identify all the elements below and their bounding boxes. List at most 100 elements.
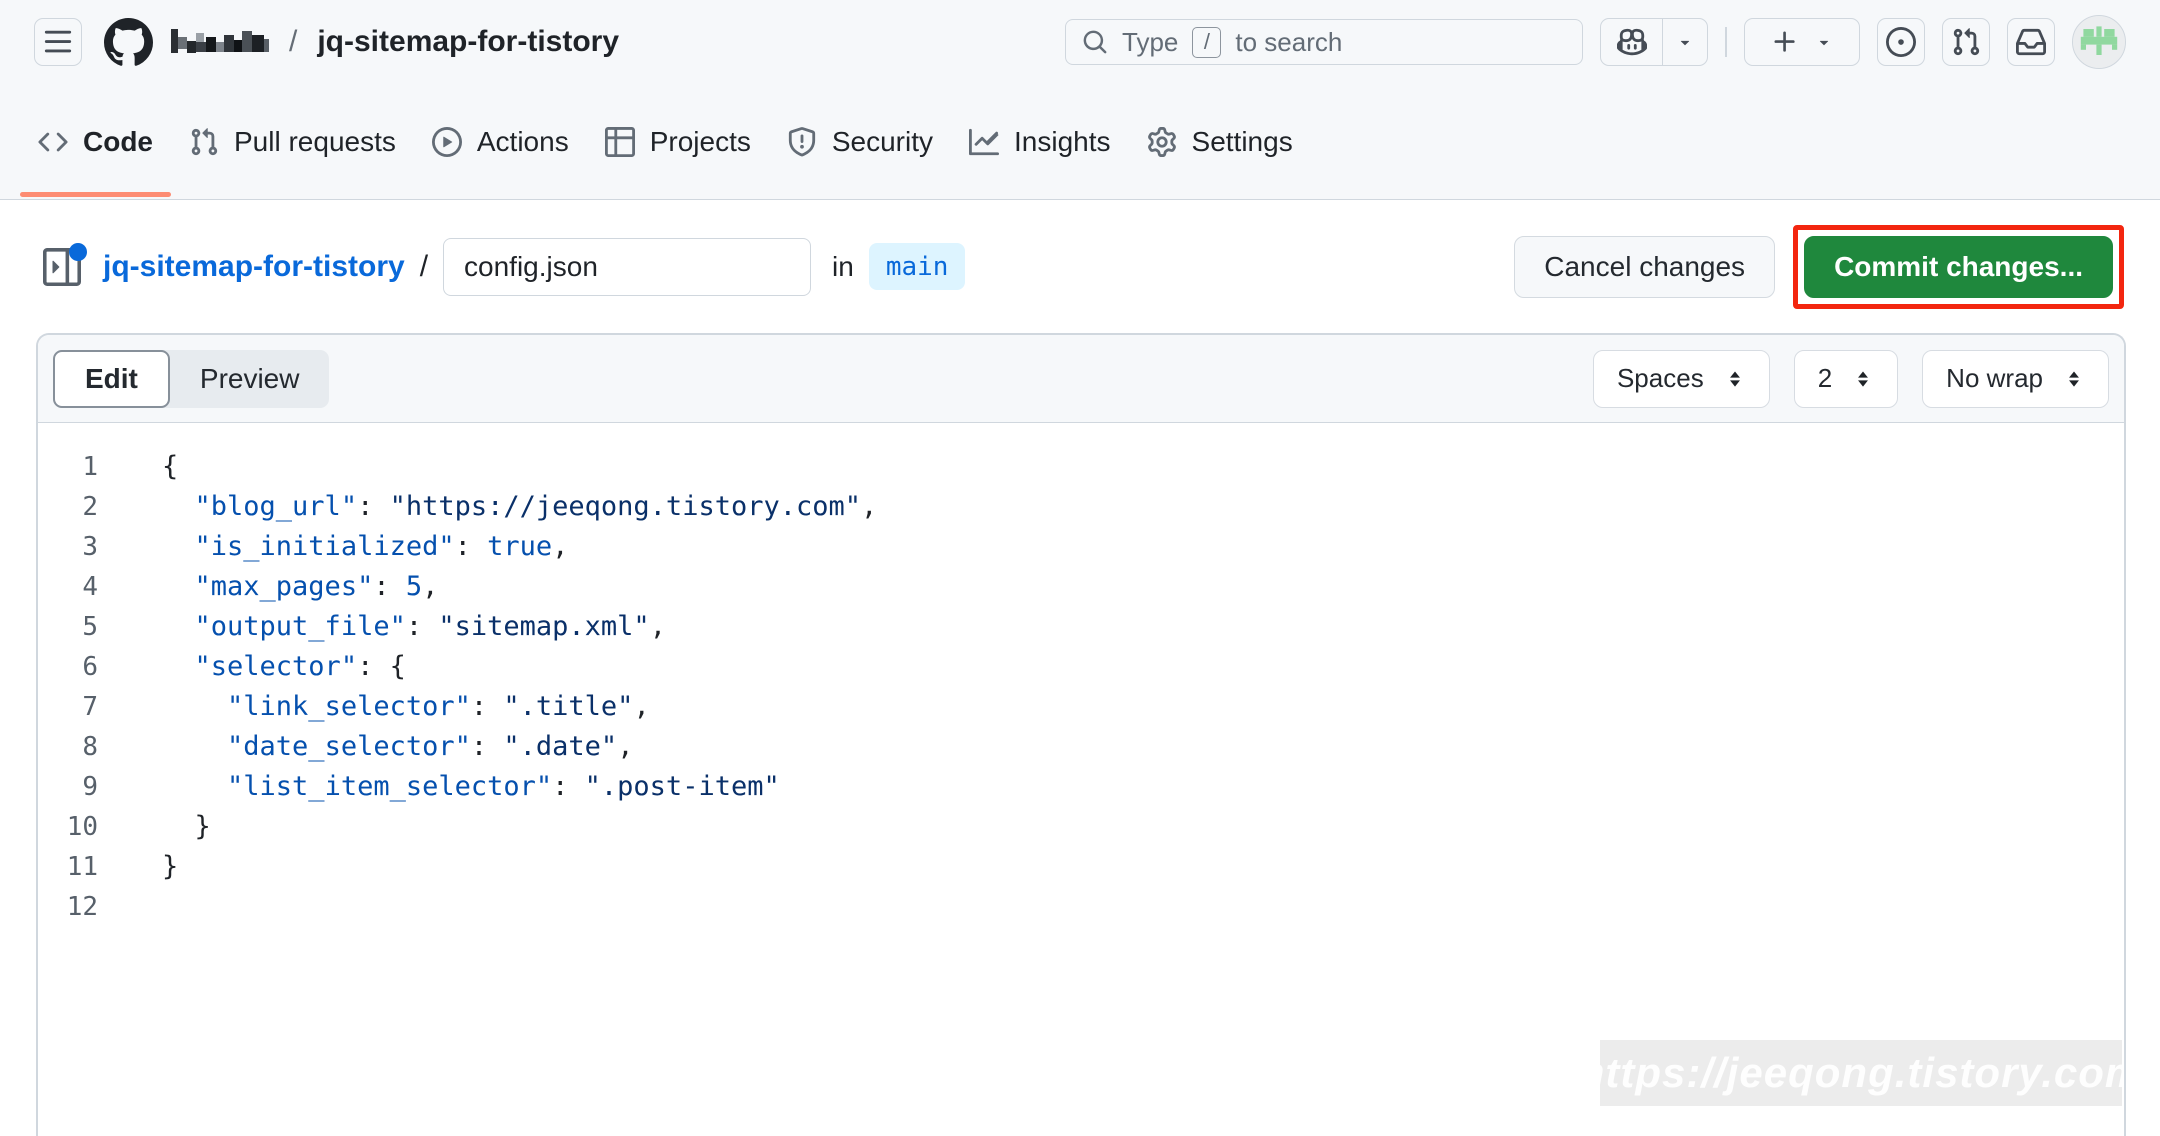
updown-caret-icon bbox=[1852, 368, 1874, 390]
copilot-menu-caret[interactable] bbox=[1663, 19, 1707, 65]
github-logo[interactable] bbox=[104, 17, 153, 67]
settings-icon bbox=[1147, 126, 1177, 157]
tab-preview[interactable]: Preview bbox=[199, 362, 300, 394]
breadcrumb-separator: / bbox=[289, 25, 298, 58]
editor-panel: Edit Preview Spaces 2 No wrap bbox=[36, 333, 2126, 1136]
security-icon bbox=[787, 126, 817, 157]
line-content: "date_selector": ".date", bbox=[227, 731, 634, 762]
line-number: 12 bbox=[66, 892, 98, 922]
search-input[interactable]: Type / to search bbox=[1065, 19, 1583, 65]
code-line[interactable]: 10 } bbox=[38, 807, 2124, 847]
code-line[interactable]: 8 "date_selector": ".date", bbox=[38, 727, 2124, 767]
issues-icon bbox=[1886, 27, 1916, 57]
header-actions: Type / to search bbox=[1065, 15, 2126, 69]
tab-insights[interactable]: Insights bbox=[951, 84, 1129, 199]
line-content: "selector": { bbox=[194, 651, 406, 682]
tab-code[interactable]: Code bbox=[20, 84, 171, 199]
indent-size-select[interactable]: 2 bbox=[1793, 349, 1899, 408]
line-number: 1 bbox=[82, 452, 98, 482]
avatar[interactable] bbox=[2072, 15, 2126, 69]
slash-key-hint: / bbox=[1192, 26, 1222, 58]
pull-request-icon bbox=[189, 127, 219, 157]
editor-toolbar: Edit Preview Spaces 2 No wrap bbox=[38, 335, 2124, 423]
line-content: "output_file": "sitemap.xml", bbox=[194, 611, 666, 642]
copilot-button[interactable] bbox=[1601, 19, 1663, 65]
line-number: 7 bbox=[82, 692, 98, 722]
updown-caret-icon bbox=[2063, 368, 2085, 390]
chevron-down-icon bbox=[1815, 33, 1833, 51]
code-line[interactable]: 1{ bbox=[38, 447, 2124, 487]
breadcrumb-separator: / bbox=[419, 249, 429, 283]
tab-edit[interactable]: Edit bbox=[53, 349, 170, 408]
copilot-icon bbox=[1616, 27, 1647, 57]
tab-settings[interactable]: Settings bbox=[1129, 84, 1311, 199]
line-number: 5 bbox=[82, 612, 98, 642]
insights-icon bbox=[969, 127, 1000, 157]
line-number: 10 bbox=[66, 812, 98, 842]
tab-pull-requests[interactable]: Pull requests bbox=[171, 84, 414, 199]
code-line[interactable]: 11} bbox=[38, 847, 2124, 887]
hamburger-button[interactable] bbox=[34, 18, 82, 66]
line-content: "is_initialized": true, bbox=[194, 531, 569, 562]
actions-icon bbox=[431, 126, 462, 157]
in-label: in bbox=[832, 250, 854, 282]
unsaved-changes-dot bbox=[69, 242, 87, 261]
branch-badge[interactable]: main bbox=[868, 243, 966, 290]
wrap-mode-select[interactable]: No wrap bbox=[1922, 349, 2109, 408]
editor-controls: Spaces 2 No wrap bbox=[1592, 349, 2109, 408]
code-editor[interactable]: 1{2 "blog_url": "https://jeeqong.tistory… bbox=[38, 423, 2124, 927]
line-number: 6 bbox=[82, 652, 98, 682]
inbox-button[interactable] bbox=[2007, 18, 2055, 66]
chevron-down-icon bbox=[1676, 33, 1694, 51]
username-redacted[interactable] bbox=[171, 25, 269, 59]
indent-mode-select[interactable]: Spaces bbox=[1592, 349, 1770, 408]
code-line[interactable]: 6 "selector": { bbox=[38, 647, 2124, 687]
code-line[interactable]: 12 bbox=[38, 887, 2124, 927]
pull-requests-button[interactable] bbox=[1942, 18, 1990, 66]
create-new-button[interactable] bbox=[1744, 18, 1860, 66]
line-content: "list_item_selector": ".post-item" bbox=[227, 771, 780, 802]
projects-icon bbox=[604, 126, 635, 157]
filename-input[interactable] bbox=[443, 237, 812, 296]
file-bar: jq-sitemap-for-tistory / in main Cancel … bbox=[0, 200, 2160, 333]
code-line[interactable]: 7 "link_selector": ".title", bbox=[38, 687, 2124, 727]
issues-button[interactable] bbox=[1877, 18, 1925, 66]
line-number: 4 bbox=[82, 572, 98, 602]
header-repo-name[interactable]: jq-sitemap-for-tistory bbox=[317, 25, 620, 58]
line-number: 8 bbox=[82, 732, 98, 762]
tab-security[interactable]: Security bbox=[769, 84, 951, 199]
code-lines: 1{2 "blog_url": "https://jeeqong.tistory… bbox=[38, 447, 2124, 927]
commit-changes-button[interactable]: Commit changes... bbox=[1804, 235, 2113, 298]
plus-icon bbox=[1771, 28, 1799, 56]
code-line[interactable]: 3 "is_initialized": true, bbox=[38, 527, 2124, 567]
updown-caret-icon bbox=[1724, 368, 1746, 390]
tab-actions[interactable]: Actions bbox=[414, 84, 587, 199]
line-number: 9 bbox=[82, 772, 98, 802]
inbox-icon bbox=[2016, 27, 2046, 57]
header-divider bbox=[1725, 27, 1727, 57]
watermark: https://jeeqong.tistory.com bbox=[1600, 1040, 2122, 1106]
annotation-highlight-box: Commit changes... bbox=[1793, 224, 2124, 309]
code-line[interactable]: 5 "output_file": "sitemap.xml", bbox=[38, 607, 2124, 647]
line-content bbox=[98, 887, 162, 927]
line-content: } bbox=[162, 851, 179, 882]
search-placeholder-suffix: to search bbox=[1235, 26, 1343, 57]
copilot-split-button bbox=[1600, 18, 1708, 66]
code-line[interactable]: 2 "blog_url": "https://jeeqong.tistory.c… bbox=[38, 487, 2124, 527]
breadcrumb-repo-link[interactable]: jq-sitemap-for-tistory bbox=[103, 249, 405, 283]
line-number: 3 bbox=[82, 532, 98, 562]
edit-preview-switch: Edit Preview bbox=[53, 349, 330, 408]
pull-request-icon bbox=[1951, 27, 1981, 57]
code-line[interactable]: 9 "list_item_selector": ".post-item" bbox=[38, 767, 2124, 807]
code-line[interactable]: 4 "max_pages": 5, bbox=[38, 567, 2124, 607]
cancel-changes-button[interactable]: Cancel changes bbox=[1514, 235, 1776, 298]
line-content: "blog_url": "https://jeeqong.tistory.com… bbox=[194, 491, 878, 522]
file-tree-toggle-icon bbox=[43, 247, 81, 286]
line-content: } bbox=[162, 811, 211, 842]
file-tree-toggle[interactable] bbox=[36, 241, 88, 293]
code-icon bbox=[38, 127, 68, 157]
search-placeholder-prefix: Type bbox=[1122, 26, 1179, 57]
tab-projects[interactable]: Projects bbox=[587, 84, 769, 199]
line-number: 11 bbox=[66, 852, 98, 882]
line-number: 2 bbox=[82, 492, 98, 522]
